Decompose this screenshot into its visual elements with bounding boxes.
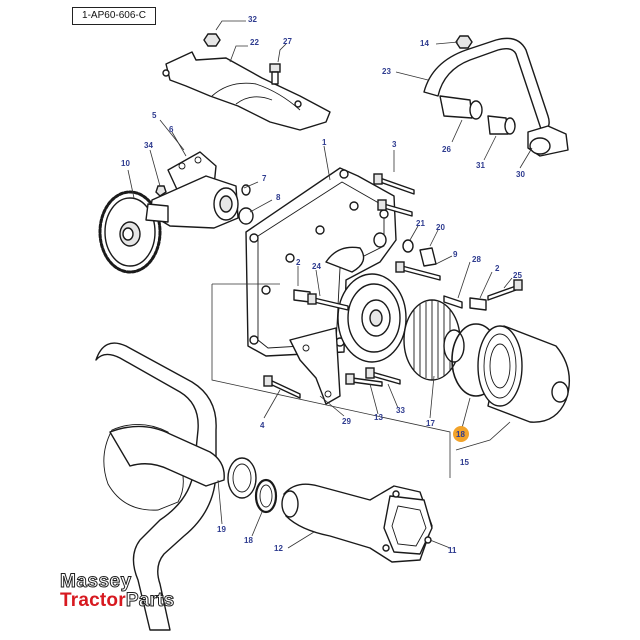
outlet-elbow	[281, 483, 433, 563]
massey-tractor-parts-logo: Massey TractorParts	[59, 571, 175, 611]
logo-line-massey: Massey	[59, 571, 132, 592]
hose-seal-ring	[254, 478, 278, 514]
callout-15: 15	[460, 458, 469, 467]
leader-lines	[127, 20, 533, 549]
callout-23: 23	[382, 67, 391, 76]
callout-29: 29	[342, 417, 351, 426]
callout-13: 13	[374, 413, 383, 422]
callout-33: 33	[396, 406, 405, 415]
callout-17: 17	[426, 419, 435, 428]
callout-24: 24	[312, 262, 321, 271]
support-bracket	[289, 327, 341, 405]
callout-30: 30	[516, 170, 525, 179]
nut	[203, 33, 221, 47]
callout-32: 32	[248, 15, 257, 24]
pump-assembly	[145, 151, 254, 229]
oil-filter-element	[403, 299, 465, 381]
callout-26: 26	[442, 145, 451, 154]
callout-21: 21	[416, 219, 425, 228]
logo-line-tractorparts: TractorParts	[60, 590, 175, 611]
callout-2-left: 2	[296, 258, 301, 267]
callout-31: 31	[476, 161, 485, 170]
reference-code: 1-AP60-606-C	[72, 7, 156, 25]
callout-1: 1	[322, 138, 327, 147]
callout-11: 11	[448, 546, 457, 555]
callout-18-highlighted: 18	[456, 430, 465, 439]
callout-12: 12	[274, 544, 283, 553]
callout-28: 28	[472, 255, 481, 264]
callout-25: 25	[513, 271, 522, 280]
callout-20: 20	[436, 223, 445, 232]
coolant-hose	[95, 342, 257, 631]
callout-18: 18	[244, 536, 253, 545]
filter-canister	[477, 325, 570, 423]
callout-8: 8	[276, 193, 281, 202]
logo-word-parts: Parts	[125, 590, 175, 611]
callout-22: 22	[250, 38, 259, 47]
callout-7: 7	[262, 174, 267, 183]
callout-4: 4	[260, 421, 265, 430]
callout-27: 27	[283, 37, 292, 46]
timing-cover	[245, 167, 407, 363]
callout-6: 6	[169, 125, 174, 134]
callout-34: 34	[144, 141, 153, 150]
callout-19: 19	[217, 525, 226, 534]
callout-3: 3	[392, 140, 397, 149]
callouts: 32 22 27 14 23 26 31 30 5 6 34 10 7 8 1 …	[121, 15, 525, 555]
heat-shield-bracket	[162, 51, 331, 131]
callout-9: 9	[453, 250, 458, 259]
callout-2: 2	[495, 264, 500, 273]
highlight-marker	[453, 426, 469, 442]
callout-10: 10	[121, 159, 130, 168]
callout-5: 5	[152, 111, 157, 120]
bolt	[269, 63, 281, 85]
breather-pipe	[423, 35, 569, 157]
fasteners	[263, 173, 523, 399]
callout-14: 14	[420, 39, 429, 48]
drive-gear	[98, 190, 162, 274]
logo-word-tractor: Tractor	[60, 590, 126, 611]
